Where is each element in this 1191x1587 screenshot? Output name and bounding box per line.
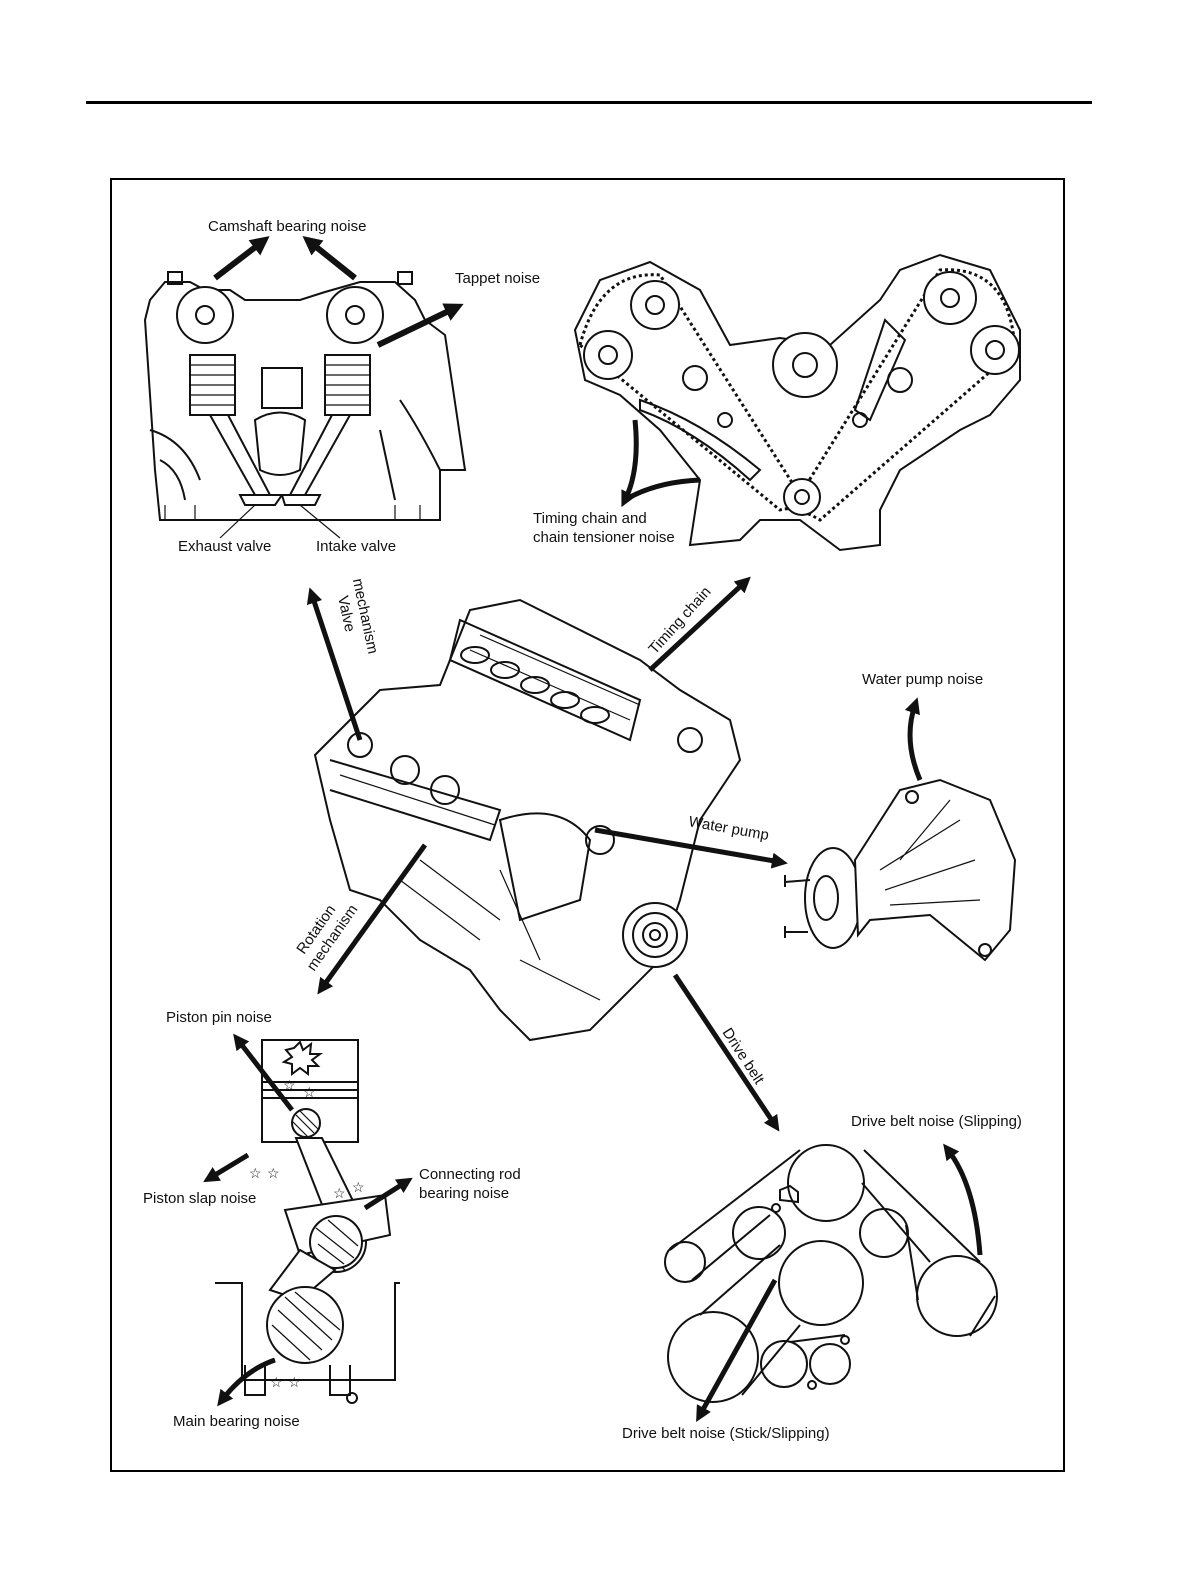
arrow-icon	[594, 827, 788, 869]
drive-belt-illustration	[664, 1144, 998, 1403]
cylinder-head-illustration	[143, 271, 467, 539]
timing-chain-illustration	[573, 253, 1021, 552]
svg-text:☆: ☆	[267, 1165, 280, 1181]
piston-illustration	[215, 1039, 400, 1404]
arrow-icon	[648, 576, 751, 672]
piston-pin-noise-label: Piston pin noise	[166, 1009, 272, 1026]
main-bearing-noise-label: Main bearing noise	[173, 1413, 300, 1430]
svg-text:☆: ☆	[249, 1165, 262, 1181]
svg-text:☆: ☆	[333, 1185, 346, 1201]
svg-text:☆: ☆	[283, 1077, 296, 1093]
timing-chain-noise-label-line2: chain tensioner noise	[533, 529, 675, 546]
arrow-icon	[696, 1278, 778, 1422]
svg-text:☆: ☆	[352, 1179, 365, 1195]
svg-text:☆: ☆	[270, 1374, 283, 1390]
star-icon: ☆ ☆ ☆ ☆ ☆ ☆ ☆ ☆	[249, 1077, 365, 1390]
arrow-icon	[943, 1143, 983, 1256]
arrow-icon	[203, 1152, 250, 1183]
arrow-icon	[904, 697, 923, 781]
tappet-noise-label: Tappet noise	[455, 270, 540, 287]
drive-belt-noise-slipping-label: Drive belt noise (Slipping)	[851, 1113, 1022, 1130]
engine-block-illustration	[313, 598, 742, 1042]
arrow-icon	[376, 303, 464, 348]
timing-chain-noise-label-line1: Timing chain and	[533, 510, 647, 527]
arrow-icon	[621, 419, 639, 508]
arrow-icon	[233, 1033, 294, 1112]
top-rule	[86, 101, 1092, 104]
arrow-icon	[213, 236, 270, 281]
arrow-icon	[317, 843, 428, 995]
water-pump-noise-label: Water pump noise	[862, 671, 983, 688]
water-pump-label: Water pump	[687, 813, 770, 844]
arrow-icon	[623, 477, 701, 503]
water-pump-illustration	[784, 778, 1017, 962]
arrow-icon	[363, 1177, 413, 1211]
arrow-icon	[302, 236, 357, 281]
drive-belt-noise-stick-label: Drive belt noise (Stick/Slipping)	[622, 1425, 830, 1442]
piston-slap-noise-label: Piston slap noise	[143, 1190, 256, 1207]
diagram-frame	[110, 178, 1065, 1472]
arrow-icon	[306, 587, 363, 741]
connecting-rod-label-line1: Connecting rod	[419, 1166, 521, 1183]
camshaft-bearing-noise-label: Camshaft bearing noise	[208, 218, 366, 235]
arrow-icon	[672, 973, 780, 1132]
arrow-icon	[217, 1357, 276, 1407]
intake-valve-label: Intake valve	[316, 538, 396, 555]
burst-icon	[281, 1040, 323, 1076]
exhaust-valve-label: Exhaust valve	[178, 538, 271, 555]
svg-text:☆: ☆	[303, 1084, 316, 1100]
connecting-rod-label-line2: bearing noise	[419, 1185, 509, 1202]
svg-text:☆: ☆	[288, 1374, 301, 1390]
